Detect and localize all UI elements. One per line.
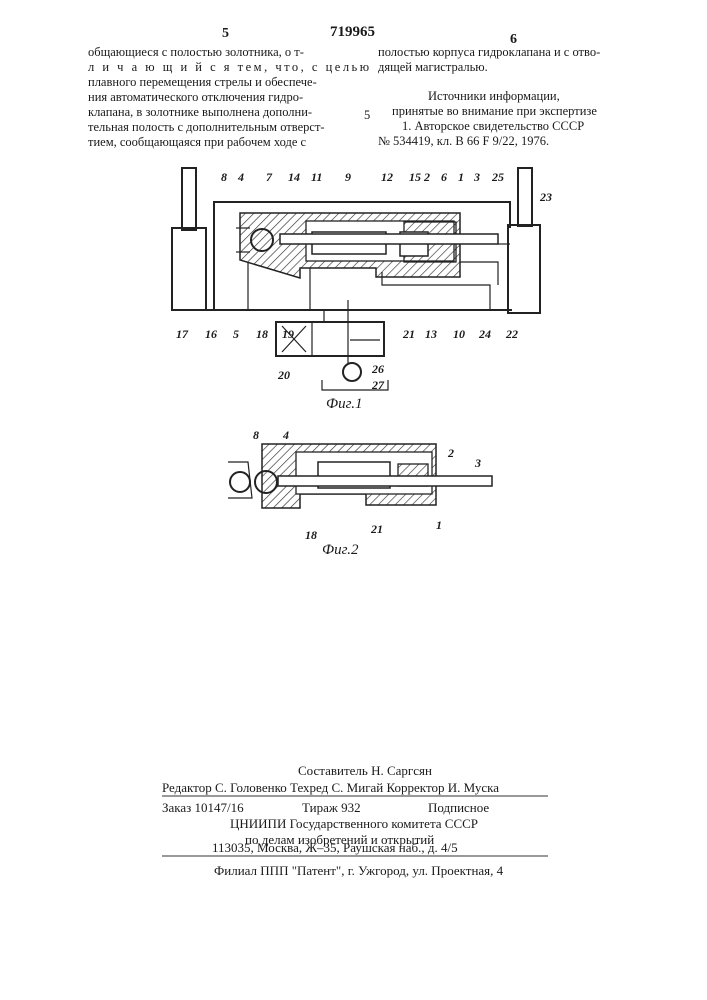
fig1-label: 21 <box>403 327 415 342</box>
fig2-label: 4 <box>283 428 289 443</box>
fig1-label: 7 <box>266 170 272 185</box>
fig1-label: 6 <box>441 170 447 185</box>
fig2-label: 21 <box>371 522 383 537</box>
fig1-label: 4 <box>238 170 244 185</box>
imprint-branch: Филиал ППП "Патент", г. Ужгород, ул. Про… <box>214 862 503 879</box>
fig1-label: 1 <box>458 170 464 185</box>
fig2-label: 2 <box>448 446 454 461</box>
imprint-composer: Составитель Н. Саргсян <box>298 762 432 779</box>
fig1-label: 22 <box>506 327 518 342</box>
fig1-label: 27 <box>372 378 384 393</box>
fig2-label: 3 <box>475 456 481 471</box>
imprint-editor-line: Редактор С. Головенко Техред С. Мигай Ко… <box>162 779 499 796</box>
fig1-label: 24 <box>479 327 491 342</box>
fig1-label: 14 <box>288 170 300 185</box>
fig1-label: 8 <box>221 170 227 185</box>
fig1-label: 20 <box>278 368 290 383</box>
fig1-label: 5 <box>233 327 239 342</box>
fig1-label: 15 <box>409 170 421 185</box>
fig1-label: 2 <box>424 170 430 185</box>
imprint-subscription: Подписное <box>428 799 489 816</box>
fig2-label: 8 <box>253 428 259 443</box>
fig2-label: 18 <box>305 528 317 543</box>
fig1-label: 19 <box>282 327 294 342</box>
fig2-label: 1 <box>436 518 442 533</box>
fig1-label: 10 <box>453 327 465 342</box>
figure-2-caption: Фиг.2 <box>322 542 358 559</box>
fig1-label: 18 <box>256 327 268 342</box>
fig1-label: 17 <box>176 327 188 342</box>
fig1-label: 25 <box>492 170 504 185</box>
imprint-order: Заказ 10147/16 <box>162 799 244 816</box>
fig1-label: 13 <box>425 327 437 342</box>
fig1-label: 3 <box>474 170 480 185</box>
fig1-label: 12 <box>381 170 393 185</box>
fig1-label: 26 <box>372 362 384 377</box>
fig1-label: 16 <box>205 327 217 342</box>
fig1-label: 11 <box>311 170 322 185</box>
fig1-label: 9 <box>345 170 351 185</box>
fig1-label: 23 <box>540 190 552 205</box>
imprint-circulation: Тираж 932 <box>302 799 361 816</box>
imprint-institute: ЦНИИПИ Государственного комитета СССР <box>230 815 478 832</box>
figure-1-caption: Фиг.1 <box>326 396 362 413</box>
imprint-address: 113035, Москва, Ж–35, Раушская наб., д. … <box>212 839 458 856</box>
